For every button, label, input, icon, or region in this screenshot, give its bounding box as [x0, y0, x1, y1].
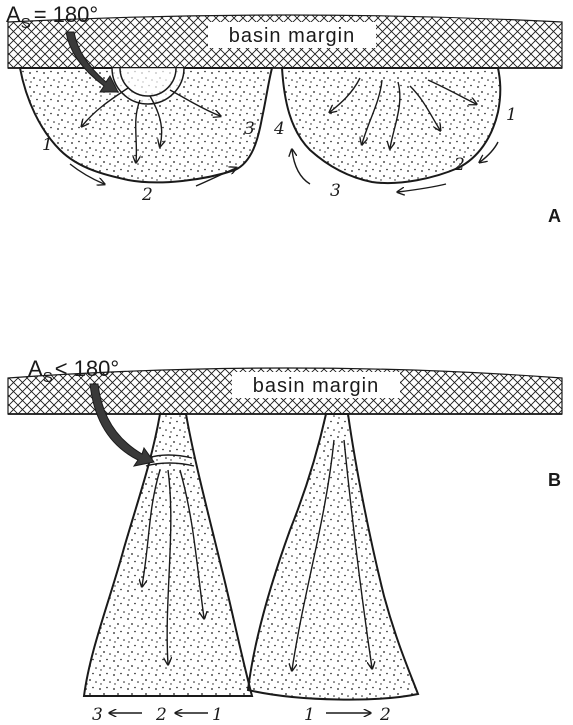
seq-a-right-2: 2	[453, 155, 465, 175]
seq-a-left-2: 2	[141, 185, 153, 205]
panel-letter-a: A	[548, 206, 561, 226]
seq-a-left-3: 3	[244, 119, 255, 139]
panel-a: basin margin AS= 180° 1 2	[6, 2, 562, 226]
seq-b-right-1: 1	[304, 705, 315, 725]
seq-a-left-1: 1	[42, 135, 53, 155]
seq-a-right-3: 3	[330, 181, 341, 201]
panel-letter-b: B	[548, 470, 561, 490]
seq-a-right-4: 4	[273, 119, 285, 139]
seq-b-left-1: 1	[212, 705, 223, 725]
panel-b: basin margin AS< 180° 3 2 1 1 2 B	[8, 356, 562, 725]
fan-lobe-a-right	[282, 68, 500, 183]
margin-label-b: basin margin	[253, 375, 380, 397]
seq-b-left-2: 2	[155, 705, 167, 725]
seq-b-left-3: 3	[92, 705, 103, 725]
margin-label-a: basin margin	[229, 25, 356, 47]
fan-cone-b-right	[248, 414, 418, 700]
seq-arrow-a-right-2	[398, 184, 446, 192]
seq-arrow-a-right-3	[292, 150, 310, 184]
seq-a-right-1: 1	[506, 105, 517, 125]
seq-b-right-2: 2	[379, 705, 391, 725]
